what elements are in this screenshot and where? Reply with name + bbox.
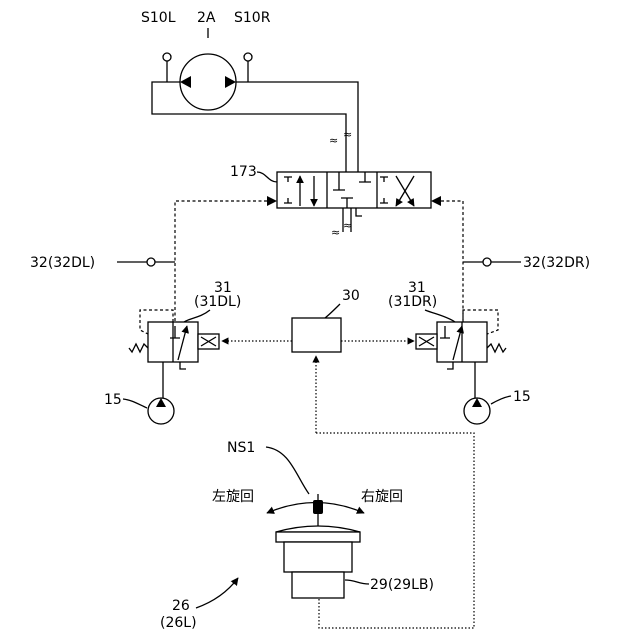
controller-30-label: 30 — [342, 288, 360, 304]
lever-base-bottom — [292, 572, 344, 598]
sensor-32dr — [483, 258, 491, 266]
lever-base-body — [284, 542, 352, 572]
motor-line-left — [152, 82, 346, 172]
valve-31dr-spring — [487, 344, 506, 352]
control-valve-173: 173 ≈ ≈ — [230, 164, 441, 239]
device-26-label: 26 — [172, 598, 190, 614]
sensor-32dr-label: 32(32DR) — [523, 255, 590, 271]
device-26l-label: (26L) — [160, 615, 197, 631]
valve-31dl-spring — [129, 344, 148, 352]
device-26-pointer — [196, 578, 238, 608]
valve-31dl-sub-label: (31DL) — [194, 294, 241, 310]
svg-text:≈: ≈ — [343, 128, 352, 141]
pump-right-label: 15 — [513, 389, 531, 405]
ns1-leader-line — [266, 447, 309, 494]
pressure-sensor-right: 32(32DR) — [463, 255, 590, 271]
sensor-s10l-label: S10L — [141, 10, 176, 26]
pump-left-label: 15 — [104, 392, 122, 408]
valve-31dr-sub-label: (31DR) — [388, 294, 437, 310]
pressure-sensor-left: 32(32DL) — [30, 255, 175, 271]
sensor-s10l — [163, 53, 171, 61]
turn-right-label: 右旋回 — [361, 489, 403, 505]
svg-text:≈: ≈ — [343, 219, 352, 232]
turn-left-label: 左旋回 — [212, 489, 254, 505]
motor-2a-label: 2A — [197, 10, 216, 26]
ns1-label: NS1 — [227, 440, 255, 456]
sensor-s10r-label: S10R — [234, 10, 271, 26]
sensor-32dl — [147, 258, 155, 266]
swing-motor-group: S10L 2A S10R ≈ ≈ — [141, 10, 358, 172]
valve-pilot-left-triangle — [267, 196, 277, 206]
valve-pilot-right-triangle — [431, 196, 441, 206]
lever-base-top — [276, 532, 360, 542]
svg-text:≈: ≈ — [329, 134, 338, 147]
pilot-line-right — [441, 201, 463, 322]
lever-sensor-ns1 — [313, 500, 323, 514]
pilot-pump-right: 15 — [464, 389, 531, 424]
sensor-s10r — [244, 53, 252, 61]
svg-text:≈: ≈ — [331, 226, 340, 239]
motor-line-right — [236, 82, 358, 172]
proportional-valve-31dl: 31 (31DL) — [129, 280, 241, 398]
lever-29lb-label: 29(29LB) — [370, 577, 434, 593]
operating-device-26: NS1 左旋回 右旋回 29(29LB) 26 (26L) — [160, 440, 434, 631]
valve-173-label: 173 — [230, 164, 257, 180]
proportional-valve-31dr: 31 (31DR) — [388, 280, 506, 398]
controller-30-box — [292, 318, 341, 352]
sensor-32dl-label: 32(32DL) — [30, 255, 95, 271]
